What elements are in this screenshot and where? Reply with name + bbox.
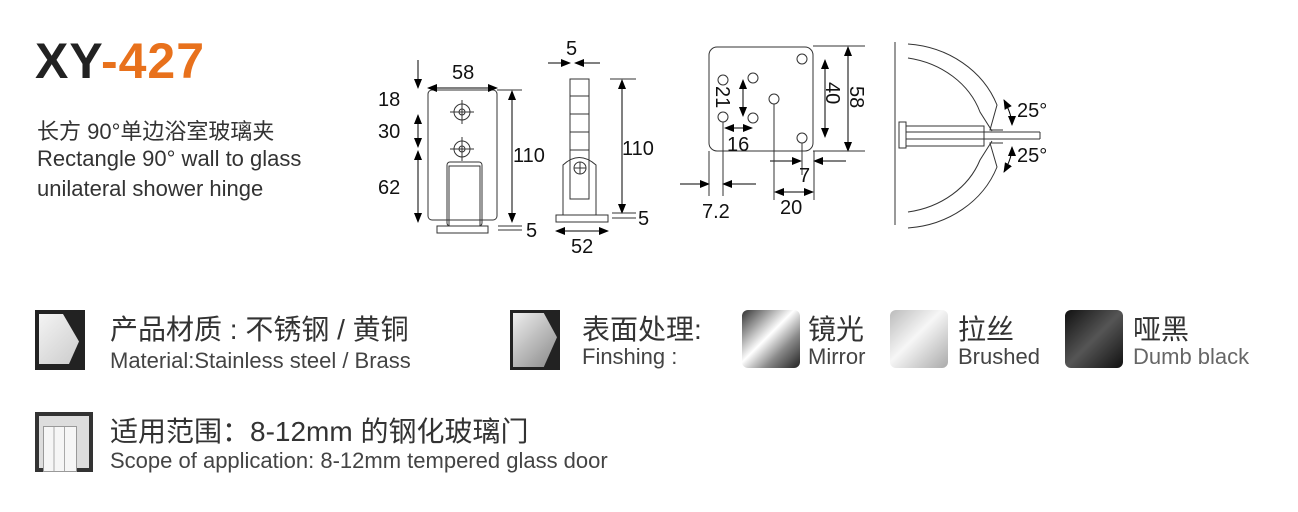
swatch-dumb-black [1065, 310, 1123, 368]
top-view-drawing [894, 42, 1041, 229]
glass-door-icon [35, 412, 93, 472]
scope-label-cn: 适用范围：8-12mm 的钢化玻璃门 [110, 416, 529, 447]
front-view-drawing [414, 60, 522, 234]
scope-label-en: Scope of application: 8-12mm tempered gl… [110, 448, 608, 473]
finish-black-en: Dumb black [1133, 344, 1250, 369]
model-number: -427 [100, 33, 206, 89]
dim-plate-21: 21 [711, 86, 733, 108]
dim-side-base: 5 [638, 208, 649, 230]
material-label-cn: 产品材质 : 不锈钢 / 黄铜 [110, 314, 409, 345]
finishing-icon [510, 310, 560, 370]
product-name-en-1: Rectangle 90° wall to glass [37, 146, 302, 171]
finishing-label-en: Finshing : [582, 344, 678, 369]
mounting-plate-drawing [680, 45, 865, 200]
dim-plate-16: 16 [727, 134, 749, 156]
model-prefix: XY [35, 33, 101, 89]
material-label-en: Material:Stainless steel / Brass [110, 348, 411, 373]
dim-front-d1: 18 [378, 89, 400, 111]
dim-front-base: 5 [526, 220, 537, 242]
finish-brushed-en: Brushed [958, 344, 1040, 369]
swatch-brushed [890, 310, 948, 368]
finish-mirror-en: Mirror [808, 344, 866, 369]
dim-front-height: 110 [513, 145, 545, 167]
product-name-cn: 长方 90°单边浴室玻璃夹 [37, 119, 275, 144]
dim-plate-40: 40 [821, 82, 843, 104]
dim-side-top: 5 [566, 38, 577, 60]
dim-side-width: 52 [571, 236, 593, 258]
dim-side-height: 110 [622, 138, 654, 160]
dim-angle-up: 25° [1017, 100, 1047, 122]
dim-angle-down: 25° [1017, 145, 1047, 167]
swatch-mirror [742, 310, 800, 368]
finish-brushed-cn: 拉丝 [958, 314, 1015, 345]
technical-drawings: 58 18 30 62 110 5 5 110 5 52 21 16 40 58… [378, 38, 1047, 258]
finishing-label-cn: 表面处理: [582, 314, 702, 345]
dim-plate-58: 58 [845, 86, 867, 108]
dim-plate-7: 7 [799, 165, 810, 187]
dim-plate-7-2: 7.2 [702, 201, 730, 223]
side-view-drawing [548, 59, 636, 235]
dim-plate-20: 20 [780, 197, 802, 219]
finish-mirror-cn: 镜光 [808, 314, 865, 345]
finish-black-cn: 哑黑 [1133, 314, 1190, 345]
dim-front-width: 58 [452, 62, 474, 84]
dim-front-d3: 62 [378, 177, 400, 199]
material-icon [35, 310, 85, 370]
model-title: XY-427 [35, 32, 205, 90]
product-name-en-2: unilateral shower hinge [37, 176, 264, 201]
dim-front-d2: 30 [378, 121, 400, 143]
